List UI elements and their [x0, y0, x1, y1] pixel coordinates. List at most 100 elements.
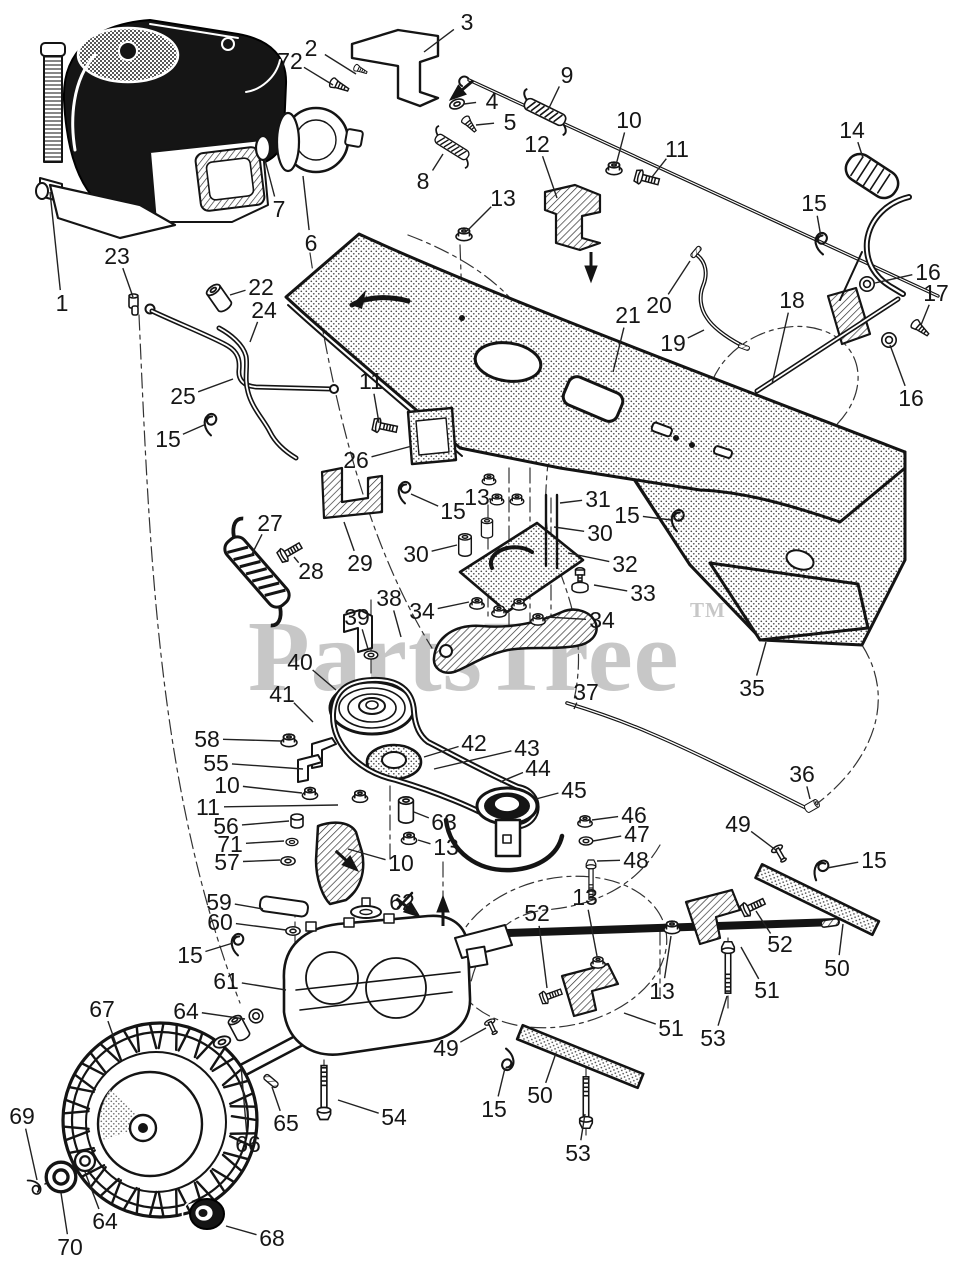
leader-line: [567, 552, 610, 563]
callout-56: 56: [213, 813, 239, 839]
small-plates-illustration: [320, 406, 585, 614]
callout-31: 31: [585, 486, 611, 512]
callout-46: 46: [621, 802, 647, 828]
leader-line: [337, 1099, 379, 1114]
callout-13: 13: [464, 484, 490, 510]
leader-line: [466, 206, 492, 232]
callout-39: 39: [344, 604, 370, 630]
callout-54: 54: [381, 1104, 407, 1130]
leader-line: [49, 191, 61, 291]
spring-icon: [513, 87, 577, 137]
tread-mark: [110, 1179, 122, 1205]
bolt-long-icon: [316, 1064, 332, 1121]
spacer-icon: [397, 796, 415, 824]
leader-line: [437, 601, 470, 610]
callout-30: 30: [403, 541, 429, 567]
leader-line: [545, 1052, 557, 1084]
leader-line: [615, 132, 626, 166]
leader-line: [771, 312, 789, 385]
tread-mark: [99, 1043, 120, 1063]
callout-15: 15: [177, 942, 203, 968]
callout-45: 45: [561, 777, 587, 803]
callout-7: 7: [273, 196, 286, 222]
tread-mark: [221, 1153, 243, 1173]
ring-icon: [858, 275, 876, 293]
leader-line: [874, 273, 913, 284]
bolt-long-icon: [720, 940, 736, 994]
leader-line: [225, 1225, 257, 1236]
key-icon: [262, 1072, 280, 1090]
leader-line: [293, 556, 300, 564]
leader-line: [642, 515, 672, 521]
brake-rod-illustration: [565, 701, 808, 810]
callout-11: 11: [665, 136, 689, 162]
leader-line: [591, 815, 619, 821]
callout-15: 15: [801, 190, 827, 216]
leader-line: [223, 804, 339, 808]
leader-line: [242, 859, 281, 863]
leader-line: [580, 1113, 586, 1141]
flange-nut-icon: [511, 598, 527, 611]
spacer-icon: [203, 281, 235, 315]
leader-line: [920, 304, 930, 326]
leader-line: [205, 942, 234, 953]
ring-icon: [73, 1149, 97, 1173]
spacer-icon: [802, 798, 822, 814]
brake-pedal-illustration: [754, 152, 912, 394]
callout-68: 68: [259, 1225, 285, 1251]
callout-17: 17: [923, 280, 949, 306]
tread-mark: [89, 1166, 107, 1188]
leader-line: [433, 750, 512, 770]
callout-29: 29: [347, 550, 373, 576]
washer-icon: [285, 837, 299, 847]
tread-mark: [177, 1188, 191, 1213]
callout-18: 18: [779, 287, 805, 313]
leader-line: [463, 101, 477, 105]
callout-13: 13: [649, 978, 675, 1004]
leader-line: [623, 1012, 656, 1025]
callout-4: 4: [486, 88, 499, 114]
callout-61: 61: [213, 968, 239, 994]
callout-48: 48: [623, 847, 649, 873]
washer-icon: [578, 836, 594, 846]
leader-line: [413, 811, 430, 819]
flange-nut-icon: [491, 605, 507, 618]
callout-9: 9: [561, 62, 574, 88]
tread-mark: [157, 1190, 165, 1218]
callout-13: 13: [490, 185, 516, 211]
callout-13: 13: [572, 884, 598, 910]
tread-mark: [228, 1092, 254, 1106]
leader-line: [548, 86, 560, 109]
tread-mark: [122, 1186, 138, 1211]
tread-mark: [148, 1190, 158, 1217]
clip-icon: [228, 931, 249, 958]
clip-icon: [495, 1046, 518, 1073]
callout-64: 64: [173, 998, 199, 1024]
callout-62: 62: [389, 889, 415, 915]
leader-line: [303, 66, 334, 86]
leader-line: [182, 424, 205, 435]
watermark-tm: TM: [690, 598, 726, 622]
spring-icon: [425, 124, 479, 170]
leader-line: [413, 909, 417, 914]
leader-line: [122, 267, 134, 298]
callout-65: 65: [273, 1110, 299, 1136]
tread-mark: [211, 1057, 235, 1073]
callout-51: 51: [658, 1015, 684, 1041]
callout-13: 13: [433, 834, 459, 860]
leader-line: [231, 763, 304, 770]
spacer-icon: [457, 533, 473, 557]
clip-icon: [811, 230, 834, 257]
leader-line: [889, 344, 906, 387]
callout-41: 41: [269, 681, 295, 707]
leader-line: [250, 533, 263, 557]
shift-rods-illustration: [144, 303, 339, 461]
tread-mark: [222, 1151, 249, 1161]
callout-60: 60: [207, 909, 233, 935]
leader-line: [324, 53, 357, 75]
flange-nut-icon: [530, 613, 546, 626]
leader-line: [235, 922, 287, 931]
callout-53: 53: [565, 1140, 591, 1166]
tread-mark: [63, 1110, 90, 1115]
